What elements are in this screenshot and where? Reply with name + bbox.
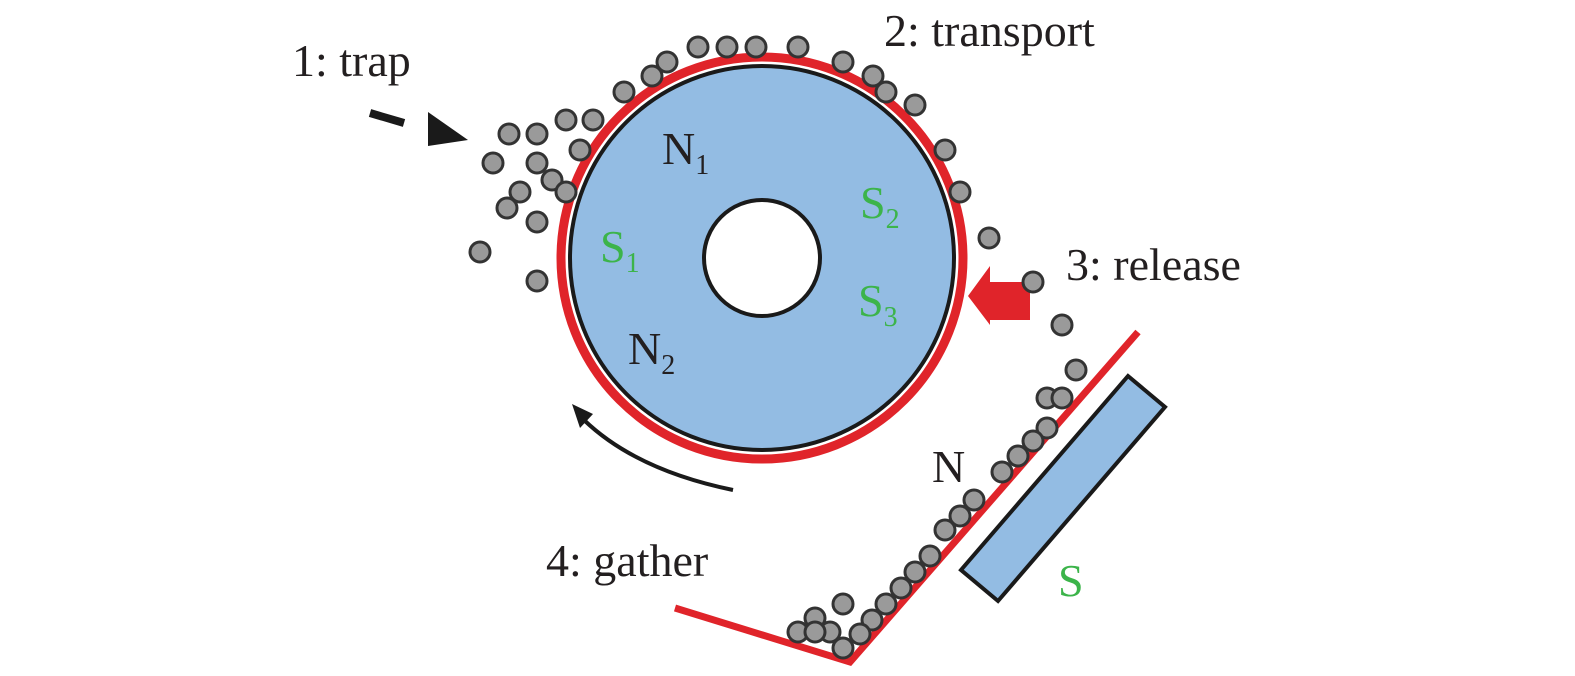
pole-s1: S1 — [600, 224, 640, 278]
particle — [495, 196, 519, 220]
particle — [525, 151, 549, 175]
particle — [1050, 386, 1074, 410]
particle — [948, 504, 972, 528]
label-gather: 4: gather — [546, 535, 709, 586]
pole-s3-sub: 3 — [883, 302, 898, 333]
particle — [686, 35, 710, 59]
particle — [1035, 416, 1059, 440]
particle — [874, 592, 898, 616]
particle — [831, 50, 855, 74]
particle — [831, 592, 855, 616]
red-shell — [556, 52, 968, 464]
particle — [977, 226, 1001, 250]
particle — [903, 93, 927, 117]
particle — [1064, 358, 1088, 382]
particle — [497, 122, 521, 146]
pole-s3-letter: S — [858, 275, 884, 326]
pole-s1-sub: 1 — [625, 248, 640, 279]
particle — [803, 620, 827, 644]
particle — [715, 35, 739, 59]
particle — [581, 108, 605, 132]
particle — [508, 180, 532, 204]
label-release: 3: release — [1066, 239, 1241, 290]
plate-magnet — [958, 373, 1168, 604]
pole-n1-letter: N — [662, 123, 696, 174]
rotation-arrowhead-icon — [572, 404, 593, 428]
particle — [481, 151, 505, 175]
particle — [655, 50, 679, 74]
particle — [1021, 429, 1045, 453]
particle — [903, 560, 927, 584]
particle — [744, 35, 768, 59]
particle — [962, 488, 986, 512]
particle — [848, 622, 872, 646]
pole-n2-sub: 2 — [661, 350, 676, 381]
pole-s2: S2 — [860, 180, 900, 234]
label-transport: 2: transport — [884, 5, 1095, 56]
particle — [525, 122, 549, 146]
drum-hub — [702, 198, 822, 318]
label-trap: 1: trap — [292, 35, 411, 86]
rotation-arc — [582, 418, 734, 492]
particle — [640, 64, 664, 88]
particle — [1021, 270, 1045, 294]
particle — [874, 80, 898, 104]
pole-s-plate: S — [1058, 555, 1084, 606]
particle — [612, 80, 636, 104]
pole-n1-sub: 1 — [695, 150, 710, 181]
pole-s3: S3 — [858, 278, 898, 332]
particle — [525, 210, 549, 234]
pole-s2-letter: S — [860, 177, 886, 228]
pole-n2-letter: N — [628, 323, 662, 374]
pole-n1: N1 — [662, 126, 709, 180]
release-arrow-icon — [968, 266, 1030, 325]
particle — [889, 576, 913, 600]
particle — [554, 108, 578, 132]
particle — [568, 138, 592, 162]
particle — [525, 269, 549, 293]
particle — [990, 460, 1014, 484]
pole-s1-letter: S — [600, 221, 626, 272]
particle — [831, 636, 855, 660]
pole-n2: N2 — [628, 326, 675, 380]
particle — [786, 35, 810, 59]
particle — [468, 240, 492, 264]
particle — [948, 180, 972, 204]
particle — [933, 138, 957, 162]
particle — [918, 544, 942, 568]
particle — [933, 518, 957, 542]
particle — [554, 180, 578, 204]
particles — [468, 35, 1088, 660]
trap-arrowhead-icon — [428, 112, 468, 146]
particle — [1006, 444, 1030, 468]
pole-s2-sub: 2 — [885, 204, 900, 235]
trap-dash-icon — [368, 109, 406, 127]
pole-n-plate: N — [932, 441, 966, 492]
particle — [861, 64, 885, 88]
particle — [1050, 313, 1074, 337]
